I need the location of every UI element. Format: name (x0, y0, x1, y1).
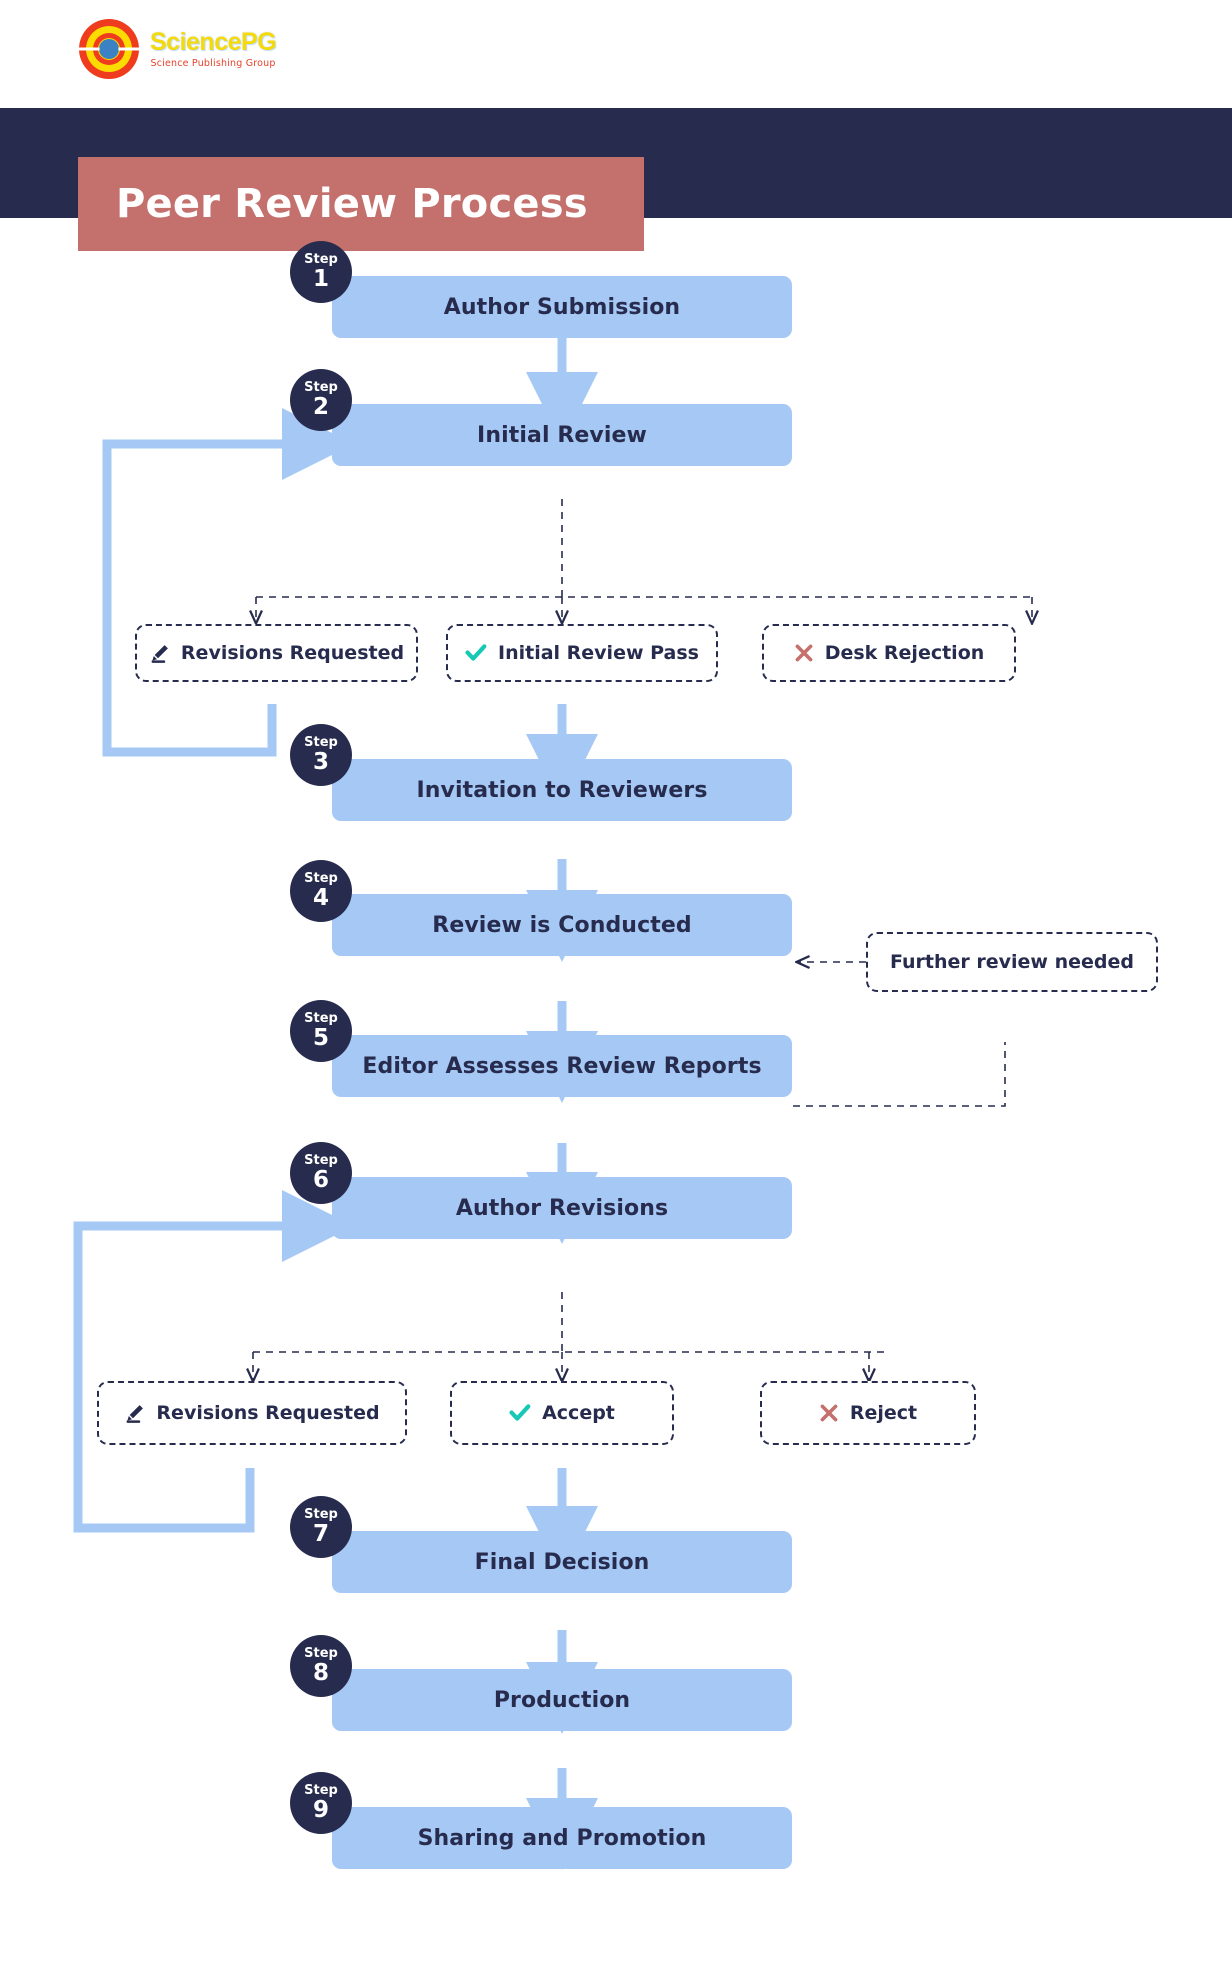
step-box-1[interactable]: Author Submission (332, 276, 792, 338)
step-label-2: Initial Review (477, 422, 647, 448)
step-label-9: Sharing and Promotion (417, 1825, 707, 1851)
decision-box-revisions-requested-1[interactable]: Revisions Requested (135, 624, 418, 682)
decision-box-desk-rejection[interactable]: Desk Rejection (762, 624, 1016, 682)
brand-text: SciencePG Science Publishing Group (150, 27, 277, 69)
step-number-2: 2 (312, 393, 329, 420)
step-box-5[interactable]: Editor Assesses Review Reports (332, 1035, 792, 1097)
step-box-9[interactable]: Sharing and Promotion (332, 1807, 792, 1869)
flowchart: Author Submission Step 1 Initial Review … (0, 218, 1232, 1986)
step-badge-9: Step 9 (290, 1772, 352, 1834)
page-title: Peer Review Process (116, 181, 588, 227)
step-label-1: Author Submission (443, 294, 681, 320)
step-number-3: 3 (312, 748, 329, 775)
step-number-8: 8 (312, 1659, 329, 1686)
step-number-6: 6 (312, 1166, 329, 1193)
step-word-7: Step (304, 1507, 338, 1523)
step-badge-4: Step 4 (290, 860, 352, 922)
brand-name-part2: PG (241, 27, 277, 56)
step-badge-5: Step 5 (290, 1000, 352, 1062)
decision-box-reject[interactable]: Reject (760, 1381, 976, 1445)
page-title-block: Peer Review Process (78, 157, 644, 251)
step-word-1: Step (304, 252, 338, 268)
check-icon (509, 1403, 531, 1423)
step-word-8: Step (304, 1646, 338, 1662)
step-badge-1: Step 1 (290, 241, 352, 303)
step-label-6: Author Revisions (455, 1195, 669, 1221)
step-number-9: 9 (312, 1796, 329, 1823)
step-label-7: Final Decision (474, 1549, 650, 1575)
step-box-4[interactable]: Review is Conducted (332, 894, 792, 956)
step-number-5: 5 (312, 1024, 329, 1051)
check-icon (465, 643, 487, 663)
brand-logo[interactable]: SciencePG Science Publishing Group (78, 18, 277, 80)
sciencepg-target-logo-icon (78, 18, 140, 80)
note-label: Further review needed (889, 951, 1134, 973)
step-number-4: 4 (312, 884, 329, 911)
decision-label: Revisions Requested (180, 642, 405, 664)
brand-name: SciencePG (150, 27, 277, 56)
step-number-1: 1 (312, 265, 329, 292)
decision-box-revisions-requested-2[interactable]: Revisions Requested (97, 1381, 407, 1445)
brand-name-part1: Science (150, 27, 242, 56)
step-box-3[interactable]: Invitation to Reviewers (332, 759, 792, 821)
decision-box-initial-review-pass[interactable]: Initial Review Pass (446, 624, 718, 682)
decision-box-accept[interactable]: Accept (450, 1381, 674, 1445)
step-box-7[interactable]: Final Decision (332, 1531, 792, 1593)
step-badge-3: Step 3 (290, 724, 352, 786)
step-label-4: Review is Conducted (432, 912, 692, 938)
brand-tagline: Science Publishing Group (150, 57, 276, 69)
step-word-9: Step (304, 1783, 338, 1799)
decision-label: Accept (542, 1402, 615, 1424)
step-word-3: Step (304, 735, 338, 751)
step-badge-8: Step 8 (290, 1635, 352, 1697)
step-badge-6: Step 6 (290, 1142, 352, 1204)
step-box-6[interactable]: Author Revisions (332, 1177, 792, 1239)
note-box-further-review-needed[interactable]: Further review needed (866, 932, 1158, 992)
step-word-5: Step (304, 1011, 338, 1027)
step-label-5: Editor Assesses Review Reports (362, 1053, 762, 1079)
pencil-icon (149, 643, 170, 664)
decision-label: Reject (849, 1402, 918, 1424)
step-label-8: Production (493, 1687, 631, 1713)
step-word-4: Step (304, 871, 338, 887)
decision-label: Desk Rejection (824, 642, 985, 664)
pencil-icon (124, 1403, 145, 1424)
step-badge-2: Step 2 (290, 369, 352, 431)
step-box-2[interactable]: Initial Review (332, 404, 792, 466)
decision-label: Initial Review Pass (498, 642, 699, 664)
step-number-7: 7 (312, 1520, 329, 1547)
step-word-6: Step (304, 1153, 338, 1169)
logo-bar: SciencePG Science Publishing Group (0, 0, 1232, 108)
cross-icon (819, 1403, 839, 1423)
decision-label: Revisions Requested (156, 1402, 380, 1424)
step-box-8[interactable]: Production (332, 1669, 792, 1731)
step-word-2: Step (304, 380, 338, 396)
step-badge-7: Step 7 (290, 1496, 352, 1558)
step-label-3: Invitation to Reviewers (416, 777, 708, 803)
cross-icon (794, 643, 814, 663)
